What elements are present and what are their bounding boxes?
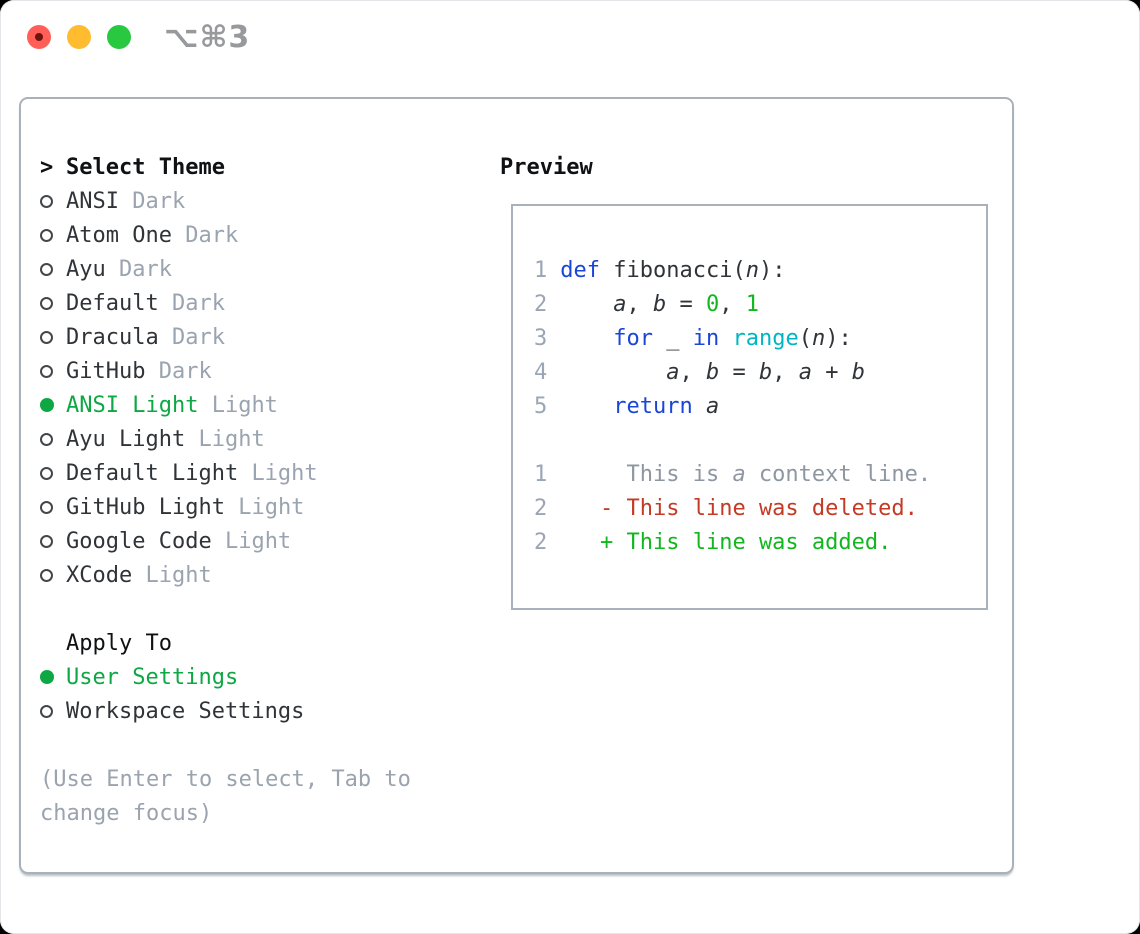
code-line: 5 return a — [534, 393, 720, 419]
section-gap — [40, 728, 411, 762]
blank-line — [534, 423, 986, 457]
theme-item-atom-one-dark[interactable]: Atom One Dark — [40, 218, 411, 252]
title-bar: ⌥⌘3 — [0, 0, 1140, 74]
radio-icon — [40, 364, 53, 378]
theme-item-github-light[interactable]: GitHub Light Light — [40, 490, 411, 524]
apply-option-workspace-settings[interactable]: Workspace Settings — [40, 694, 411, 728]
line-number: 3 — [534, 325, 548, 351]
select-theme-header-row: > Select Theme — [40, 150, 411, 184]
theme-item-google-code-light[interactable]: Google Code Light — [40, 524, 411, 558]
radio-icon — [40, 466, 53, 480]
radio-icon — [40, 568, 53, 582]
theme-item-xcode-light[interactable]: XCode Light — [40, 558, 411, 592]
theme-item-default-dark[interactable]: Default Dark — [40, 286, 411, 320]
theme-item-default-light[interactable]: Default Light Light — [40, 456, 411, 490]
line-number: 1 — [534, 461, 548, 487]
theme-item-ansi-dark[interactable]: ANSI Dark — [40, 184, 411, 218]
apply-to-title: Apply To — [66, 630, 172, 656]
line-number: 5 — [534, 393, 548, 419]
zoom-button[interactable] — [107, 25, 131, 49]
window-shortcut-label: ⌥⌘3 — [164, 19, 251, 55]
prompt-caret-icon: > — [40, 154, 54, 180]
select-theme-title: Select Theme — [66, 154, 225, 180]
diff-deleted-line: 2 - This line was deleted. — [534, 495, 918, 521]
radio-icon — [40, 500, 53, 514]
left-column: > Select Theme ANSI Dark Atom One Dark A… — [40, 150, 411, 830]
radio-icon — [40, 432, 53, 446]
radio-icon — [40, 194, 53, 208]
line-number: 2 — [534, 291, 548, 317]
radio-icon — [40, 228, 53, 242]
theme-item-github-dark[interactable]: GitHub Dark — [40, 354, 411, 388]
theme-picker-panel: > Select Theme ANSI Dark Atom One Dark A… — [19, 97, 1014, 874]
apply-option-user-settings[interactable]: User Settings — [40, 660, 411, 694]
line-number: 2 — [534, 529, 548, 555]
close-button[interactable] — [27, 25, 51, 49]
theme-item-ayu-light[interactable]: Ayu Light Light — [40, 422, 411, 456]
theme-item-dracula-dark[interactable]: Dracula Dark — [40, 320, 411, 354]
radio-icon — [40, 704, 53, 718]
radio-selected-icon — [40, 670, 54, 684]
diff-context-line: 1 This is a context line. — [534, 461, 932, 487]
theme-item-ayu-dark[interactable]: Ayu Dark — [40, 252, 411, 286]
theme-item-ansi-light[interactable]: ANSI Light Light — [40, 388, 411, 422]
radio-icon — [40, 296, 53, 310]
minimize-button[interactable] — [67, 25, 91, 49]
line-number: 2 — [534, 495, 548, 521]
hint-line-2: change focus) — [40, 800, 213, 826]
radio-icon — [40, 534, 53, 548]
section-gap — [40, 592, 411, 626]
radio-icon — [40, 330, 53, 344]
diff-added-line: 2 + This line was added. — [534, 529, 892, 555]
hint-line-1: (Use Enter to select, Tab to — [40, 766, 411, 792]
line-number: 1 — [534, 257, 548, 283]
radio-selected-icon — [40, 398, 54, 412]
line-number: 4 — [534, 359, 548, 385]
radio-icon — [40, 262, 53, 276]
preview-title: Preview — [500, 154, 593, 180]
code-line: 3 for _ in range(n): — [534, 325, 852, 351]
apply-to-header-row: Apply To — [40, 626, 411, 660]
code-line: 2 a, b = 0, 1 — [534, 291, 759, 317]
code-line: 4 a, b = b, a + b — [534, 359, 865, 385]
